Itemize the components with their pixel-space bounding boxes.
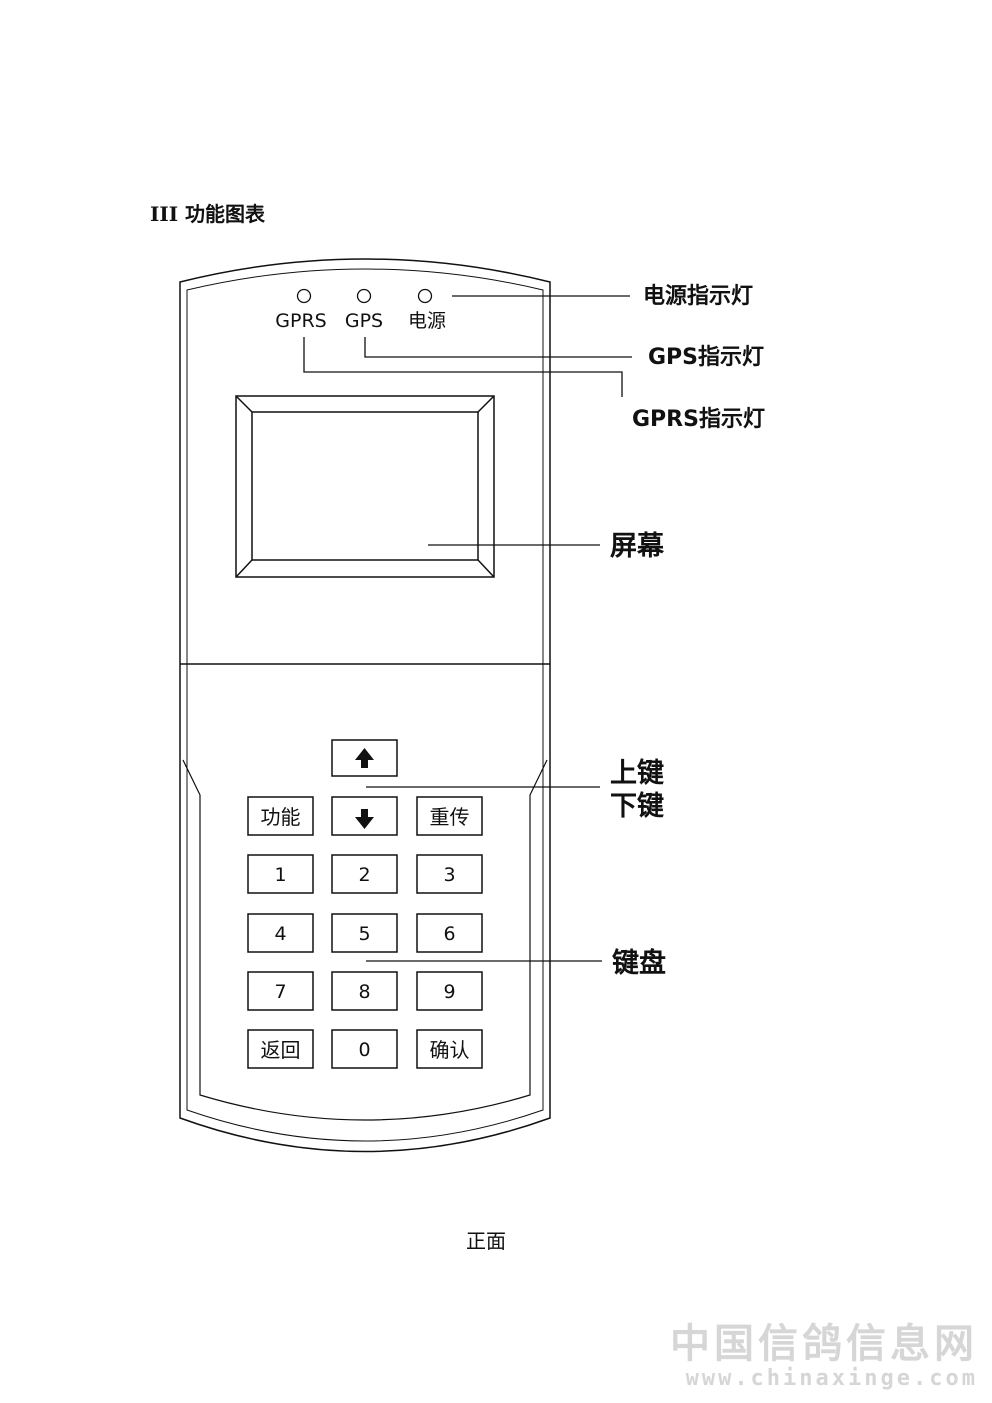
svg-text:8: 8 [358, 981, 370, 1003]
led-gprs-label: GPRS [275, 310, 326, 332]
section-number: III [150, 202, 179, 226]
key-resend[interactable]: 重传 [416, 796, 483, 836]
svg-text:5: 5 [358, 923, 370, 945]
key-back[interactable]: 返回 [247, 1029, 314, 1069]
key-5[interactable]: 5 [331, 913, 398, 953]
down-key[interactable] [331, 796, 398, 836]
callout-up-key: 上键 [610, 757, 664, 789]
key-8[interactable]: 8 [331, 971, 398, 1011]
watermark-url: www.chinaxinge.com [685, 1366, 978, 1391]
callout-screen: 屏幕 [610, 531, 665, 562]
svg-text:0: 0 [358, 1039, 370, 1061]
key-3[interactable]: 3 [416, 854, 483, 894]
key-6[interactable]: 6 [416, 913, 483, 953]
key-1[interactable]: 1 [247, 854, 314, 894]
watermark: 中国信鸽信息网 www.chinaxinge.com [670, 1322, 978, 1392]
key-4[interactable]: 4 [247, 913, 314, 953]
keypad: 功能 重传 1 2 3 4 [247, 796, 483, 1069]
key-0[interactable]: 0 [331, 1029, 398, 1069]
section-title: 功能图表 [185, 202, 266, 226]
key-9[interactable]: 9 [416, 971, 483, 1011]
svg-text:1: 1 [274, 864, 286, 886]
svg-text:3: 3 [443, 864, 455, 886]
arrow-up-icon [355, 748, 374, 768]
svg-text:确认: 确认 [430, 1038, 470, 1062]
callout-down-key: 下键 [610, 790, 664, 822]
arrow-down-icon [355, 809, 374, 829]
callout-gps-led: GPS指示灯 [648, 345, 764, 370]
svg-text:7: 7 [274, 981, 286, 1003]
callout-gprs-led: GPRS指示灯 [632, 407, 765, 432]
led-leader-lines [303, 295, 632, 397]
callout-power-led: 电源指示灯 [643, 284, 753, 309]
figure-caption: 正面 [466, 1229, 506, 1253]
callout-keypad: 键盘 [612, 947, 666, 979]
svg-text:功能: 功能 [261, 805, 301, 829]
screen [235, 395, 495, 578]
led-power-label: 电源 [408, 310, 446, 332]
section-heading: III 功能图表 [150, 198, 265, 227]
led-power [417, 288, 433, 304]
led-gps-label: GPS [345, 310, 383, 332]
key-confirm[interactable]: 确认 [416, 1029, 483, 1069]
svg-text:重传: 重传 [430, 805, 470, 829]
up-key[interactable] [331, 739, 398, 777]
watermark-name: 中国信鸽信息网 [670, 1321, 978, 1367]
led-gprs [296, 288, 312, 304]
led-gps [356, 288, 372, 304]
svg-text:4: 4 [274, 923, 286, 945]
key-function[interactable]: 功能 [247, 796, 314, 836]
svg-text:2: 2 [358, 864, 370, 886]
svg-text:9: 9 [443, 981, 455, 1003]
svg-text:返回: 返回 [261, 1038, 301, 1062]
device-body [179, 258, 551, 1153]
key-7[interactable]: 7 [247, 971, 314, 1011]
key-2[interactable]: 2 [331, 854, 398, 894]
svg-text:6: 6 [443, 923, 455, 945]
